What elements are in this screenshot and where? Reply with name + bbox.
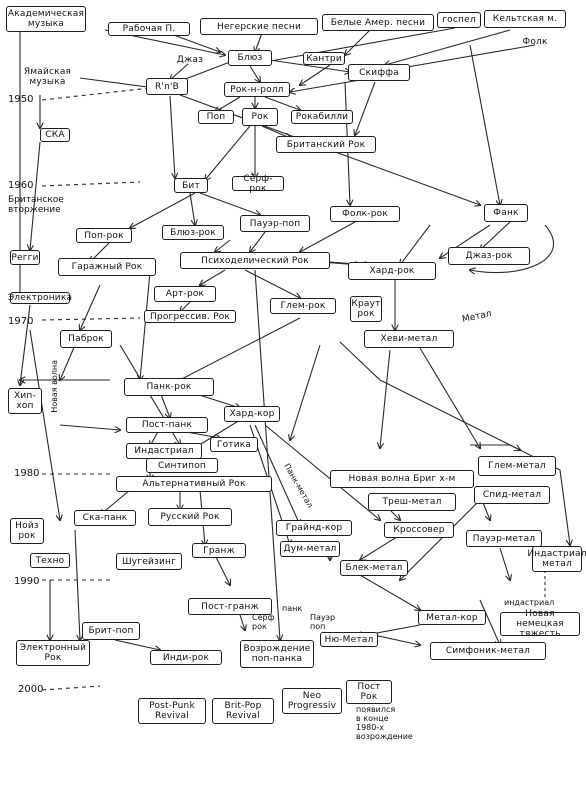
node-pop: Поп	[198, 110, 234, 124]
node-doom-metal: Дум-метал	[280, 541, 340, 557]
node-jazz: Джаз	[176, 55, 204, 65]
node-country: Кантри	[303, 52, 345, 65]
node-synthpop: Синтипоп	[146, 458, 218, 473]
node-grunge: Гранж	[192, 543, 246, 558]
label-surf-rock: Серф рок	[252, 613, 275, 631]
year-1970: 1970	[8, 316, 34, 327]
node-electronic-rock: Электронный Рок	[16, 640, 90, 666]
node-pop-rock: Поп-рок	[76, 228, 132, 243]
node-symphonic-metal: Симфоник-метал	[430, 642, 546, 660]
label-power-pop: Пауэр поп	[310, 613, 336, 631]
node-rockabilly: Рокабилли	[291, 110, 353, 124]
year-2000: 2000	[18, 684, 44, 695]
node-blues: Блюз	[228, 50, 272, 66]
node-celtic-music: Кельтская м.	[484, 10, 566, 28]
label-industrial: индастриал	[504, 598, 555, 607]
node-hardcore: Хард-кор	[224, 406, 280, 422]
node-power-pop: Пауэр-поп	[240, 215, 310, 232]
node-glam-metal: Глем-метал	[478, 456, 556, 476]
label-british-invasion: Британское вторжение	[8, 195, 64, 215]
node-post-punk: Пост-панк	[126, 417, 208, 433]
node-folk-rock: Фолк-рок	[330, 206, 400, 222]
node-new-german-hardness: Новая немецкая тяжесть	[500, 609, 580, 639]
node-post-grunge: Пост-гранж	[188, 598, 272, 615]
node-art-rock: Арт-рок	[154, 286, 216, 302]
node-metalcore: Метал-кор	[418, 610, 486, 625]
node-punk-rock: Панк-рок	[124, 378, 214, 396]
node-crossover: Кроссовер	[384, 522, 454, 538]
node-funk: Фанк	[484, 204, 528, 222]
node-ska-punk: Ска-панк	[74, 510, 136, 526]
node-pop-punk-revival: Возрождение поп-панка	[240, 640, 314, 668]
node-brit-pop-revival: Brit-Pop Revival	[212, 698, 274, 724]
node-noise-rock: Нойз рок	[10, 518, 44, 544]
node-hard-rock: Хард-рок	[348, 262, 436, 280]
node-gospel: госпел	[437, 12, 481, 28]
year-1950: 1950	[8, 94, 34, 105]
node-alternative-rock: Альтернативный Рок	[116, 476, 272, 492]
year-1960: 1960	[8, 180, 34, 191]
node-post-punk-revival: Post-Punk Revival	[138, 698, 206, 724]
node-reggae: Регги	[10, 250, 40, 265]
node-jazz-rock: Джаз-рок	[448, 247, 530, 265]
node-surf-rock: Сёрф-рок	[232, 174, 284, 194]
node-indie-rock: Инди-рок	[150, 650, 222, 665]
node-psychedelic-rock: Психоделический Рок	[180, 252, 330, 269]
node-industrial-metal: Индастриал метал	[527, 546, 586, 572]
node-black-metal: Блек-метал	[340, 560, 408, 576]
node-rock-n-roll: Рок-н-ролл	[224, 82, 290, 97]
node-electronics: Электроника	[7, 292, 73, 304]
node-brit-pop: Брит-поп	[82, 622, 140, 640]
node-academic-music: Академическая музыка	[6, 6, 86, 32]
node-jamaican-music: Ямайская музыка	[23, 67, 72, 87]
node-nu-metal: Ню-Метал	[320, 632, 378, 647]
node-nwobhm: Новая волна Бриг х-м	[330, 470, 474, 488]
node-white-american-songs: Белые Амер. песни	[322, 14, 434, 31]
node-thrash-metal: Треш-метал	[368, 493, 456, 511]
node-progressive-rock: Прогрессив. Рок	[144, 310, 236, 323]
node-grindcore: Грайнд-кор	[276, 520, 352, 536]
year-1980: 1980	[14, 468, 40, 479]
node-british-rock: Британский Рок	[276, 136, 376, 153]
node-gothic: Готика	[210, 437, 258, 452]
node-hip-hop: Хип- хоп	[8, 388, 42, 414]
node-neo-progressive: Neo Progressiv	[282, 688, 342, 714]
node-beat: Бит	[174, 178, 208, 193]
node-speed-metal: Спид-метал	[474, 486, 550, 504]
node-shoegaze: Шугейзинг	[116, 553, 182, 570]
node-work-songs: Рабочая П.	[108, 22, 190, 36]
node-skiffle: Скиффа	[348, 64, 410, 81]
label-postrock-note: появился в конце 1980-х возрождение	[356, 705, 413, 741]
node-rock: Рок	[242, 108, 278, 126]
node-heavy-metal: Хеви-метал	[364, 330, 454, 348]
node-industrial: Индастриал	[126, 443, 202, 459]
node-blues-rock: Блюз-рок	[162, 225, 224, 240]
label-new-wave: Новая волна	[50, 360, 59, 413]
year-1990: 1990	[14, 576, 40, 587]
node-power-metal: Пауэр-метал	[466, 530, 542, 547]
node-rnb: R'n'B	[146, 78, 188, 95]
node-ska: СКА	[40, 128, 70, 142]
node-post-rock: Пост Рок	[346, 680, 392, 704]
node-glam-rock: Глем-рок	[270, 298, 336, 314]
node-negro-songs: Негерские песни	[200, 18, 318, 35]
label-punk: панк	[282, 604, 303, 613]
node-techno: Техно	[30, 553, 70, 568]
node-garage-rock: Гаражный Рок	[58, 258, 156, 276]
node-folk: Фолк	[522, 37, 548, 47]
node-russian-rock: Русский Рок	[148, 508, 232, 526]
node-pub-rock: Паброк	[60, 330, 112, 348]
node-krautrock: Краут рок	[350, 296, 382, 322]
